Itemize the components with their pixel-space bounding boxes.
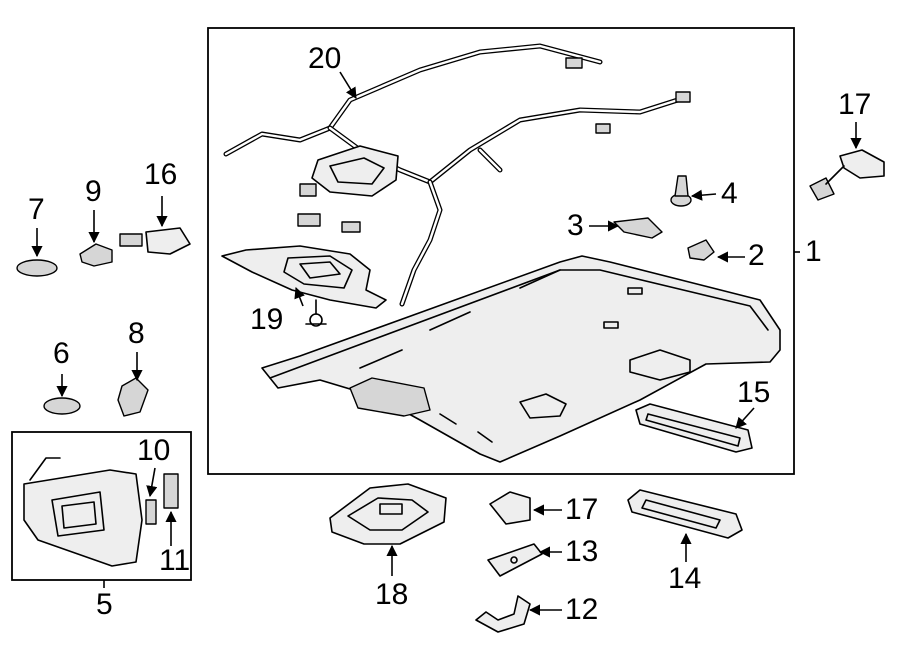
callout-7: 7 [28,193,45,226]
headliner-assembly-frame [207,27,795,475]
callout-19: 19 [250,303,284,336]
callout-10: 10 [137,434,171,467]
grommet-part-7 [16,259,58,277]
sunvisor-assembly-frame [11,431,192,581]
clip-part-3 [613,217,663,239]
callout-11: 11 [159,544,191,577]
clip-part-2 [687,239,715,261]
grab-handle-part-12 [475,595,531,633]
lamp-part-14 [627,489,743,539]
callout-18: 18 [375,578,409,611]
lamp-part-15 [635,403,753,453]
callout-17-upper: 17 [838,88,872,121]
callout-2: 2 [748,239,765,272]
clip-part-8 [117,377,149,417]
bezel-part-13 [487,543,543,577]
callout-15: 15 [737,376,771,409]
wiring-harness-part [223,43,691,307]
callout-5: 5 [96,588,113,621]
headliner-part [261,255,781,463]
callout-14: 14 [668,562,702,595]
callout-6: 6 [53,337,70,370]
leader-lines [31,71,862,616]
callout-13: 13 [565,535,599,568]
clip-part-9 [79,243,113,267]
lamp-part-17-lower [489,491,531,525]
callout-16: 16 [144,158,178,191]
callout-9: 9 [85,175,102,208]
callout-3: 3 [567,209,584,242]
sunvisor-part-5 [23,457,179,567]
fastener-part-4 [670,175,692,207]
connector-part-16 [119,227,191,255]
callout-20: 20 [308,42,342,75]
console-part-18 [329,483,447,545]
grommet-part-6 [43,397,81,415]
callout-12: 12 [565,593,599,626]
callout-4: 4 [721,177,738,210]
callout-1: 1 [805,235,822,268]
lamp-part-17-upper [809,149,885,201]
bracket-part-19 [221,245,387,327]
callout-8: 8 [128,317,145,350]
callout-17-lower: 17 [565,493,599,526]
